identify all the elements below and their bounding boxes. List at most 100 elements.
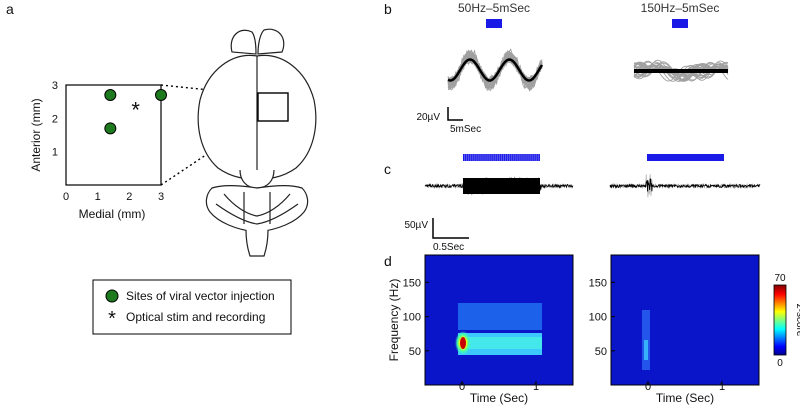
stim-pulse-stripe [522, 154, 524, 161]
time-axis-label-left: Time (Sec) [470, 391, 528, 405]
stim-pulse-stripe [483, 154, 485, 161]
anterior-axis-label: Anterior (mm) [29, 98, 43, 171]
stim-pulse-150hz [672, 19, 688, 28]
site-map-plot: * 0 1 2 3 1 2 3 Medial (mm) Anterior (mm) [29, 80, 167, 221]
stim-pulse-stripe [487, 154, 489, 161]
lfp-traces [424, 174, 761, 198]
legend-injection-marker [105, 289, 119, 303]
medial-axis-label: Medial (mm) [79, 207, 146, 221]
a-xtick-0: 0 [63, 191, 69, 203]
stim-pulse-stripe [493, 154, 495, 161]
scale-bar-b [447, 107, 463, 121]
stim-pulse-stripe [497, 154, 499, 161]
title-50hz: 50Hz–5mSec [458, 1, 530, 15]
scale-voltage-c: 50µV [404, 220, 428, 231]
title-150hz: 150Hz–5mSec [641, 1, 720, 15]
a-ytick-2: 2 [52, 113, 58, 125]
stim-pulse-stripe [526, 154, 528, 161]
injection-site-1 [155, 89, 167, 101]
stim-pulse-stripe [524, 154, 526, 161]
waveform-150hz-trial-trace [633, 61, 729, 79]
stim-pulse-stripe [485, 154, 487, 161]
stim-pulse-stripe [514, 154, 516, 161]
stim-pulse-stripe [530, 154, 532, 161]
stim-recording-site: * [131, 97, 140, 122]
stim-pulse-stripe [473, 154, 475, 161]
panel-letter-b: b [384, 1, 392, 17]
stim-pulse-stripe [518, 154, 520, 161]
a-xtick-1: 1 [95, 191, 101, 203]
waveform-50hz-mean-trace [447, 58, 544, 82]
stim-pulse-stripe [520, 154, 522, 161]
d-ytick-100: 100 [403, 312, 421, 324]
d-ytick-150: 150 [589, 277, 607, 289]
stim-pulse-stripe [532, 154, 534, 161]
legend-injection-label: Sites of viral vector injection [126, 289, 275, 303]
scale-time-b: 5mSec [450, 124, 481, 135]
panel-letter-c: c [384, 161, 391, 177]
stim-train-50hz [463, 154, 540, 161]
stim-pulse-stripe [506, 154, 508, 161]
stim-pulse-stripe [477, 154, 479, 161]
stim-pulse-stripe [516, 154, 518, 161]
legend-box: Sites of viral vector injection * Optica… [92, 279, 292, 335]
stim-pulse-stripe [481, 154, 483, 161]
panel-letter-a: a [6, 1, 14, 17]
stim-pulse-50hz [486, 19, 502, 28]
site-map-frame [65, 84, 162, 186]
stim-pulse-stripe [463, 154, 464, 161]
rat-brain-drawing [197, 28, 317, 257]
a-xtick-3: 3 [158, 191, 164, 203]
stim-pulse-stripe [495, 154, 497, 161]
stim-pulse-stripe [508, 154, 510, 161]
stim-pulse-stripe [489, 154, 491, 161]
a-ytick-1: 1 [52, 147, 58, 159]
scale-voltage-b: 20µV [416, 112, 440, 123]
d-xtick-0: 0 [459, 381, 465, 393]
stim-pulse-stripe [469, 154, 471, 161]
stim-pulse-stripe [491, 154, 493, 161]
panel-letter-d: d [384, 253, 392, 269]
stim-pulse-stripe [479, 154, 481, 161]
scale-time-c: 0.5Sec [433, 242, 464, 253]
stim-pulse-stripe [528, 154, 530, 161]
d-ytick-50: 50 [409, 346, 421, 358]
colorbar: 70 0 z-score [773, 273, 800, 369]
injection-site-2 [104, 122, 117, 135]
stim-pulse-stripe [501, 154, 503, 161]
stim-pulse-stripe [471, 154, 473, 161]
legend-stim-marker: * [108, 308, 116, 330]
colorbar-min: 0 [777, 358, 783, 369]
scale-bar-c [432, 218, 469, 239]
lfp-burst-50hz [463, 178, 540, 194]
evoked-waveform-traces [447, 48, 729, 92]
stim-pulse-stripe [536, 154, 538, 161]
a-ytick-3: 3 [52, 80, 58, 92]
colorbar-label: z-score [794, 304, 800, 337]
injection-site-0 [104, 89, 117, 101]
legend-stim-label: Optical stim and recording [126, 310, 265, 324]
d-xtick-1: 1 [719, 381, 725, 393]
spectrogram-50hz [424, 254, 574, 386]
stim-pulse-stripe [534, 154, 536, 161]
stim-pulse-stripe [510, 154, 512, 161]
colorbar-max: 70 [774, 273, 786, 284]
stim-pulse-stripe [512, 154, 514, 161]
d-xtick-1: 1 [533, 381, 539, 393]
stim-pulse-stripe [467, 154, 469, 161]
recording-window-box [257, 92, 289, 122]
stim-pulse-stripe [499, 154, 501, 161]
d-xtick-0: 0 [645, 381, 651, 393]
d-ytick-50: 50 [595, 346, 607, 358]
stim-pulse-stripe [475, 154, 477, 161]
stim-pulse-stripe [465, 154, 467, 161]
stim-pulse-stripe [504, 154, 505, 161]
d-ytick-150: 150 [403, 277, 421, 289]
stim-pulse-stripe [538, 154, 540, 161]
frequency-axis-label: Frequency (Hz) [387, 279, 401, 362]
stim-train-150hz [647, 154, 724, 161]
a-xtick-2: 2 [126, 191, 132, 203]
spectrogram-150hz [610, 254, 760, 386]
d-ytick-100: 100 [589, 312, 607, 324]
